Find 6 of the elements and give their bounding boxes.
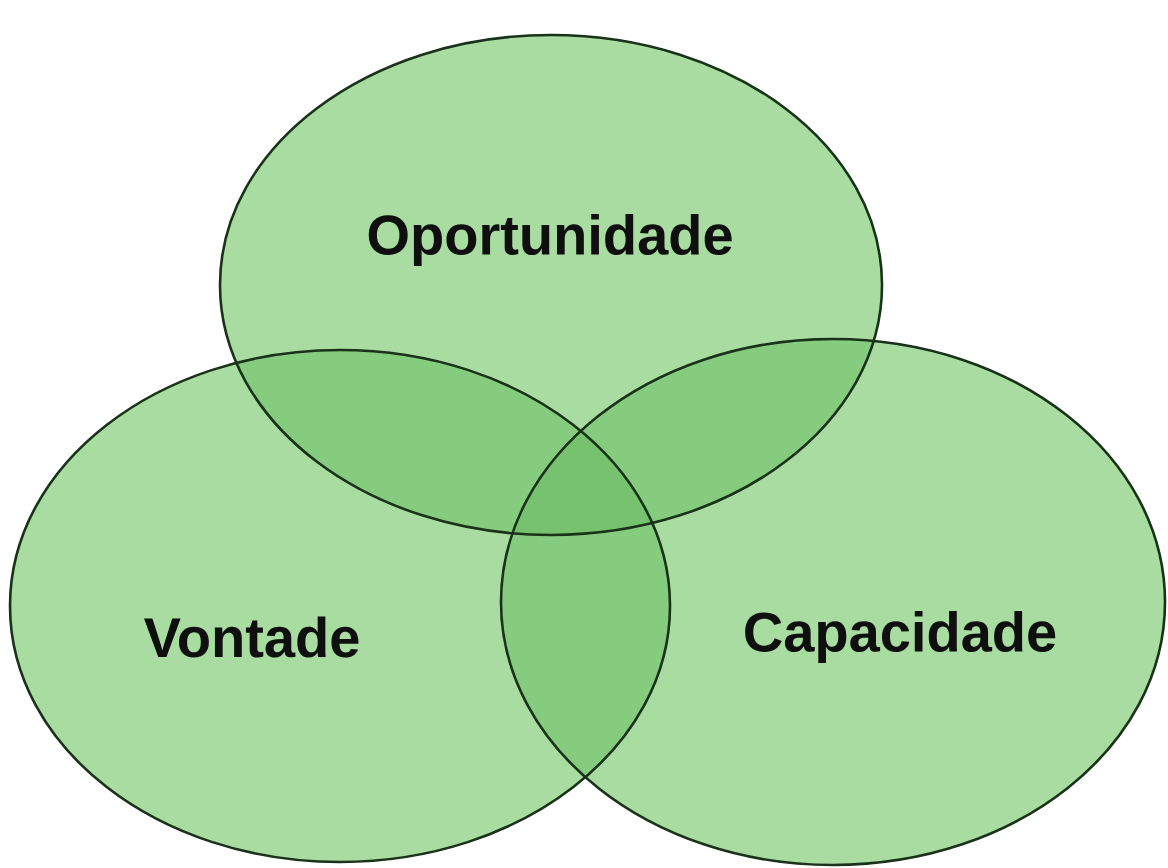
venn-circle: [8, 348, 672, 864]
venn-circle: [499, 337, 1167, 867]
set-label: Capacidade: [745, 610, 1056, 664]
set-label: Vontade: [144, 616, 359, 658]
set-label: Oportunidade: [368, 213, 732, 267]
venn-circle: [218, 33, 884, 537]
